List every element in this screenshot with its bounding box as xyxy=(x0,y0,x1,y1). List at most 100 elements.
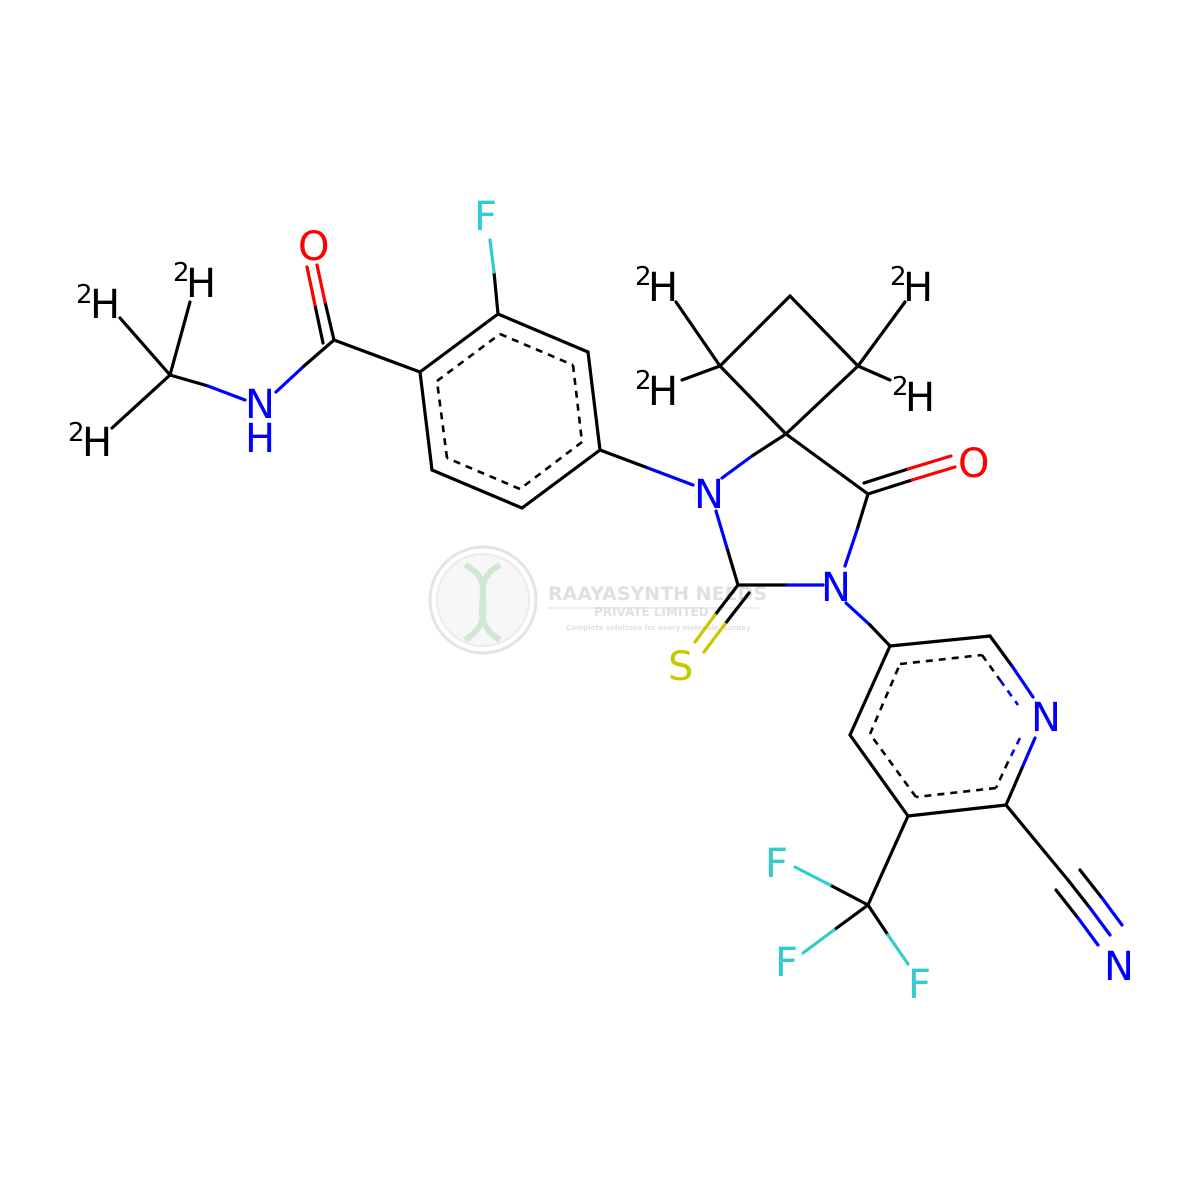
bond-carbonyl-ring xyxy=(332,338,422,374)
bond-cs-1 xyxy=(713,583,740,617)
bond-cb-d4 xyxy=(856,364,892,382)
arom-pyr-2 xyxy=(980,654,1002,681)
bond-cf3-fa xyxy=(828,883,870,907)
benzene-f-label: F xyxy=(474,194,497,240)
amide-o-label: O xyxy=(298,224,329,270)
bond-cs-1-y xyxy=(693,613,717,644)
bond-cf3-fa-cyan xyxy=(793,865,832,887)
atom-labels: 2 H 2 H 2 H N H O F 2 H 2 H 2 H 2 H N N … xyxy=(68,194,1134,1008)
bond-c2-n1 xyxy=(725,546,740,587)
bond-cn-2-blue xyxy=(1076,916,1100,947)
d4-mass-label: 2 xyxy=(635,262,652,292)
watermark-logo-circle xyxy=(428,545,538,655)
arom-pyr-3 xyxy=(994,761,1010,789)
watermark-line1: RAAYASYNTH NEEDS xyxy=(548,583,767,605)
dna-helix-icon xyxy=(463,562,502,643)
bond-pyr-3 xyxy=(1004,766,1024,807)
arom-benz-3 xyxy=(571,364,584,443)
arom-pyr-6 xyxy=(868,663,902,735)
bond-pyr-cn xyxy=(1004,803,1070,882)
watermark-line3: Complete solutions for every molecule jo… xyxy=(566,624,751,632)
bond-cb-3 xyxy=(788,294,860,368)
bond-cb-1 xyxy=(718,364,788,436)
bond-n1-spiro xyxy=(750,432,788,458)
d1-mass-label: 2 xyxy=(76,280,93,310)
bond-co-2-red xyxy=(305,265,317,307)
bond-pyr-4 xyxy=(906,803,1008,818)
watermark: RAAYASYNTH NEEDS PRIVATE LIMITED Complet… xyxy=(428,545,767,655)
ketone-o-label: O xyxy=(958,441,989,487)
arom-pyr-3b xyxy=(1006,737,1022,763)
bond-benz-1 xyxy=(418,312,500,374)
arom-benz-5 xyxy=(446,456,521,491)
arom-pyr-1 xyxy=(899,653,983,666)
arom-benz-6 xyxy=(435,380,449,459)
d7-mass-label: 2 xyxy=(892,372,909,402)
bond-cb-2 xyxy=(718,294,792,368)
bond-pyr-2-blue xyxy=(1010,664,1035,699)
bond-pyr-cf3 xyxy=(866,814,910,907)
arom-pyr-2b xyxy=(998,679,1020,706)
ring-n2-label: N xyxy=(821,565,851,611)
d7-symbol-label: H xyxy=(905,375,935,421)
bond-ko-1-red xyxy=(910,465,957,482)
bond-benz-4 xyxy=(520,448,602,510)
bond-cn-2 xyxy=(1054,888,1080,920)
bond-cn-3-blue xyxy=(1100,896,1124,927)
bond-cd3-h2 xyxy=(168,300,192,377)
bond-cd3-n-blue xyxy=(206,384,247,402)
bond-n-carbonyl-blue xyxy=(274,364,306,394)
bond-n1-spiro-blue xyxy=(720,454,754,480)
bond-benz-6 xyxy=(418,370,434,472)
thione-s-label: S xyxy=(668,644,693,690)
bond-pyr-6 xyxy=(848,644,892,737)
bond-cn-1-blue xyxy=(1088,906,1112,937)
cf3-f-a-label: F xyxy=(765,841,788,887)
cf3-f-c-label: F xyxy=(908,962,931,1008)
bond-pyr-1 xyxy=(888,634,992,648)
bond-cf3-fc-cyan xyxy=(886,933,910,966)
bond-cd3-n xyxy=(168,373,210,388)
bond-c5-n2 xyxy=(855,492,870,532)
bond-c-f-cyan xyxy=(488,238,496,274)
d3-symbol-label: H xyxy=(82,420,112,466)
d3-mass-label: 2 xyxy=(68,418,85,448)
bond-cf3-fc xyxy=(866,903,890,937)
d5-mass-label: 2 xyxy=(635,366,652,396)
bond-cf3-fb xyxy=(832,903,870,932)
bond-c5-n2-blue xyxy=(843,528,859,568)
bond-cb-d1 xyxy=(674,300,722,368)
bond-benz-n-blue xyxy=(646,466,695,487)
bond-ko-2-red xyxy=(906,454,953,471)
d2-mass-label: 2 xyxy=(173,258,190,288)
bond-cb-d3 xyxy=(856,300,907,368)
bond-ko-2 xyxy=(862,467,910,485)
bond-benz-3 xyxy=(586,350,602,452)
bond-pyr-5 xyxy=(848,733,910,818)
amide-n-label: N xyxy=(245,382,275,428)
nitrile-n-label: N xyxy=(1104,944,1134,990)
arom-pyr-5 xyxy=(868,733,918,798)
d1-symbol-label: H xyxy=(90,282,120,328)
d6-symbol-label: H xyxy=(903,265,933,311)
bond-co-1 xyxy=(323,300,336,342)
bond-pyr-3-blue xyxy=(1020,736,1037,770)
bond-cd3-h1 xyxy=(118,316,172,377)
d6-mass-label: 2 xyxy=(890,262,907,292)
d5-symbol-label: H xyxy=(648,369,678,415)
bond-cb-4 xyxy=(784,364,860,436)
watermark-line2: PRIVATE LIMITED xyxy=(594,605,709,619)
bond-spiro-c5 xyxy=(784,432,870,496)
bond-cf3-fb-cyan xyxy=(801,928,836,955)
bond-ko-1 xyxy=(866,478,914,496)
bond-benz-2 xyxy=(496,312,590,354)
bond-n2-pyr xyxy=(868,623,892,648)
bond-c-f xyxy=(492,270,500,316)
cf3-f-b-label: F xyxy=(775,940,798,986)
bond-cn-3 xyxy=(1078,868,1104,900)
pyridine-n-label: N xyxy=(1031,695,1061,741)
bond-cs-2 xyxy=(723,591,751,626)
bond-cb-d2 xyxy=(680,364,722,382)
arom-benz-2 xyxy=(499,332,574,367)
